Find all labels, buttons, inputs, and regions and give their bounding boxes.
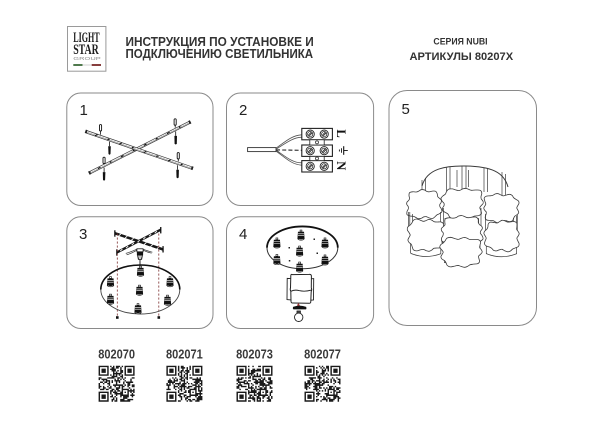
svg-text:LIGHT: LIGHT [73, 30, 100, 46]
svg-text:GROUP: GROUP [73, 56, 101, 61]
svg-text:N: N [334, 161, 348, 170]
svg-text:802073: 802073 [236, 347, 273, 362]
svg-text:L: L [334, 129, 348, 137]
svg-text:ПОДКЛЮЧЕНИЮ СВЕТИЛЬНИКА: ПОДКЛЮЧЕНИЮ СВЕТИЛЬНИКА [126, 46, 314, 61]
svg-text:802077: 802077 [304, 347, 341, 362]
svg-text:АРТИКУЛЫ 80207X: АРТИКУЛЫ 80207X [410, 51, 514, 63]
svg-text:802070: 802070 [98, 347, 135, 362]
svg-text:STAR: STAR [73, 42, 99, 58]
svg-text:СЕРИЯ NUBI: СЕРИЯ NUBI [433, 37, 487, 48]
svg-text:802071: 802071 [166, 347, 203, 362]
svg-text:ИНСТРУКЦИЯ ПО УСТАНОВКЕ И: ИНСТРУКЦИЯ ПО УСТАНОВКЕ И [126, 34, 314, 49]
